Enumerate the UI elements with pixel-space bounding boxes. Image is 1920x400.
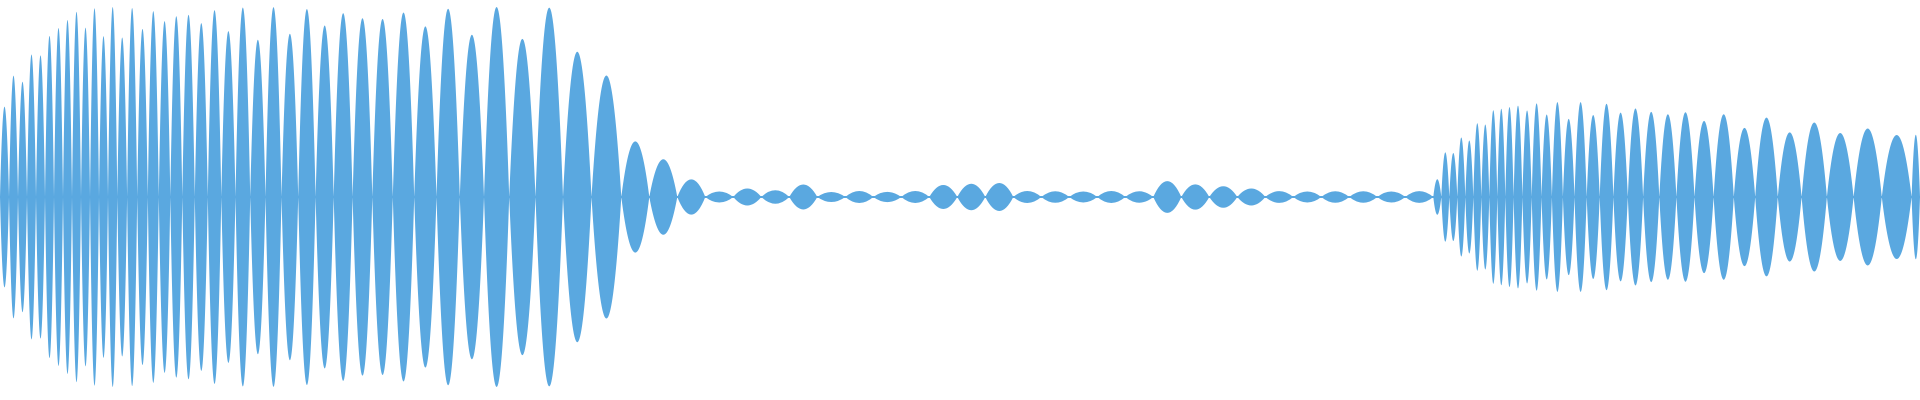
waveform-shape <box>0 7 1920 387</box>
